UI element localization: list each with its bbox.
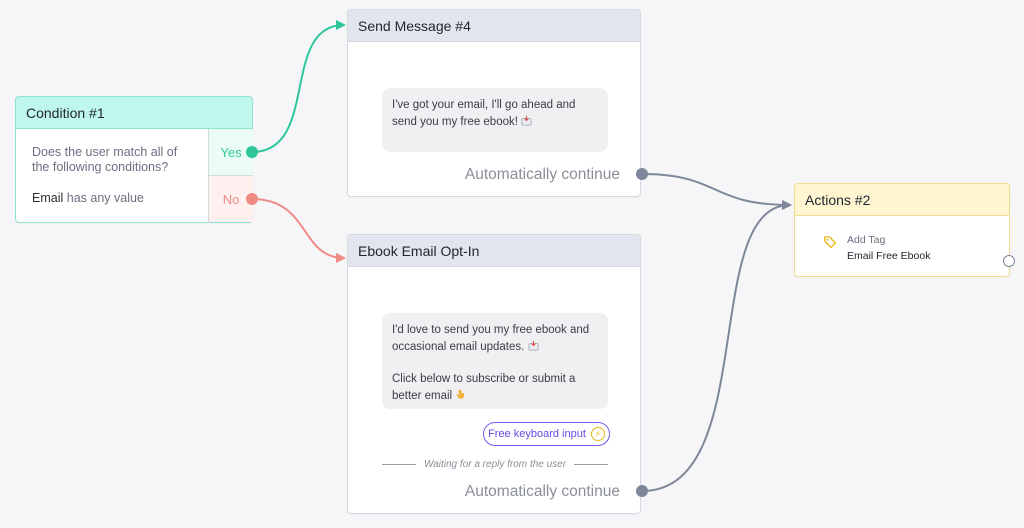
action-add-tag[interactable]: Add Tag Email Free Ebook	[823, 234, 930, 262]
free-keyboard-input-button[interactable]: Free keyboard input ⚡︎	[483, 422, 610, 446]
auto-continue-label: Automatically continue	[464, 166, 620, 183]
condition-rule-op: has any value	[66, 191, 144, 205]
condition-body: Does the user match all of the following…	[16, 129, 208, 223]
tag-icon	[823, 236, 837, 249]
pointing-down-emoji-icon	[456, 389, 465, 399]
ebook-optin-node-title: Ebook Email Opt-In	[348, 235, 640, 267]
waiting-for-reply: Waiting for a reply from the user	[382, 457, 609, 471]
condition-no-output[interactable]: No	[209, 176, 253, 222]
divider-right	[574, 463, 609, 465]
ebook-output-port[interactable]	[636, 485, 648, 497]
inbox-emoji-icon	[521, 115, 532, 125]
actions-output-port[interactable]	[1003, 255, 1015, 267]
waiting-label: Waiting for a reply from the user	[423, 458, 567, 470]
send-message-output-port[interactable]	[636, 168, 648, 180]
condition-yes-output[interactable]: Yes	[209, 129, 253, 176]
condition-outputs: Yes No	[208, 129, 253, 223]
inbox-emoji-icon	[528, 340, 538, 350]
condition-rule: Email has any value	[32, 191, 198, 206]
send-message-node[interactable]: Send Message #4 I've got your email, I'l…	[347, 9, 648, 197]
action-type: Add Tag	[847, 234, 886, 246]
free-keyboard-input-label: Free keyboard input	[488, 428, 586, 440]
send-message-node-title: Send Message #4	[348, 10, 640, 42]
condition-question: Does the user match all of the following…	[32, 145, 178, 174]
no-output-port[interactable]	[246, 193, 258, 205]
ebook-message-bubble: I'd love to send you my free ebook and o…	[382, 313, 608, 409]
wire-yes-to-send-message	[251, 20, 346, 153]
message-bubble-text: I've got your email, I'll go ahead and s…	[392, 99, 576, 128]
action-value: Email Free Ebook	[847, 250, 931, 262]
yes-output-port[interactable]	[246, 146, 258, 158]
ebook-bubble-text-1: I'd love to send you my free ebook and o…	[392, 324, 590, 353]
condition-node[interactable]: Condition #1 Does the user match all of …	[15, 96, 258, 223]
auto-continue-label: Automatically continue	[464, 483, 620, 500]
condition-rule-field: Email	[32, 191, 64, 205]
message-bubble: I've got your email, I'll go ahead and s…	[382, 88, 608, 152]
actions-node[interactable]: Actions #2 Add Tag Email Free Ebook	[794, 183, 1015, 277]
ebook-bubble-text-2: Click below to subscribe or submit a bet…	[392, 373, 576, 402]
divider-left	[382, 463, 416, 465]
ebook-optin-node[interactable]: Ebook Email Opt-In I'd love to send you …	[347, 234, 648, 514]
condition-node-title: Condition #1	[16, 97, 252, 129]
wire-ebook-to-actions	[641, 200, 792, 492]
actions-node-title: Actions #2	[795, 184, 1009, 216]
lightning-icon: ⚡︎	[590, 427, 605, 441]
wire-no-to-ebook	[251, 198, 346, 263]
wire-send-to-actions	[641, 173, 792, 210]
